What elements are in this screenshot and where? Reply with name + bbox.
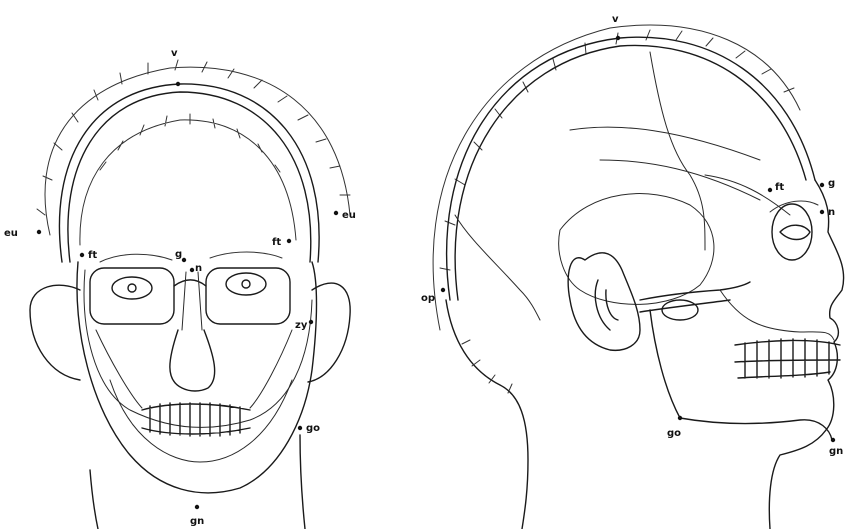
frontal-point-gnathion: [195, 505, 199, 509]
frontal-label-frontotemporale-right: ft: [88, 250, 97, 261]
frontal-label-euryon-right: eu: [4, 228, 18, 239]
lateral-point-frontotemporale: [768, 188, 772, 192]
frontal-label-zygion: zy: [295, 320, 308, 331]
frontal-eye-left: [112, 277, 152, 299]
frontal-glasses-bridge: [174, 280, 206, 286]
frontal-point-nasion: [190, 268, 194, 272]
frontal-label-gonion: go: [306, 423, 320, 434]
frontal-point-gonion: [298, 426, 302, 430]
lateral-view: v op ft g n go gn: [421, 14, 844, 529]
frontal-point-frontotemporale-left: [287, 239, 291, 243]
frontal-point-glabella: [182, 258, 186, 262]
lateral-point-nasion: [820, 210, 824, 214]
frontal-brow-left: [100, 254, 172, 262]
frontal-hair-outline: [37, 60, 350, 235]
frontal-label-glabella: g: [175, 249, 182, 260]
lateral-label-gonion: go: [667, 428, 681, 439]
lateral-point-vertex: [616, 36, 620, 40]
frontal-label-euryon-left: eu: [342, 210, 356, 221]
lateral-label-glabella: g: [828, 178, 835, 189]
frontal-glasses-right-lens: [206, 268, 290, 324]
frontal-nose-bridge: [182, 272, 202, 330]
frontal-point-vertex: [176, 82, 180, 86]
lateral-condyle: [662, 300, 698, 320]
lateral-back-of-head: [446, 300, 528, 529]
lateral-label-opisthocranion: op: [421, 293, 435, 304]
lateral-point-gnathion: [831, 438, 835, 442]
lateral-point-gonion: [678, 416, 682, 420]
lateral-label-vertex: v: [612, 14, 619, 25]
frontal-hairline: [80, 114, 296, 245]
lateral-point-glabella: [820, 183, 824, 187]
lateral-orbit: [772, 204, 812, 260]
lateral-temporal-bone: [559, 194, 714, 305]
frontal-mandible: [110, 380, 292, 462]
frontal-neck: [90, 435, 305, 529]
lateral-ear: [568, 253, 640, 351]
frontal-point-euryon-left: [334, 211, 338, 215]
frontal-headband-outer: [59, 84, 319, 262]
frontal-ear-left: [30, 285, 80, 380]
frontal-eye-right: [226, 273, 266, 295]
lateral-teeth: [735, 339, 840, 378]
frontal-pupil-right: [242, 280, 250, 288]
lateral-nape-hair: [462, 340, 512, 393]
frontal-label-nasion: n: [195, 263, 202, 274]
frontal-label-frontotemporale-left: ft: [272, 237, 281, 248]
lateral-headband-inner: [455, 45, 806, 300]
frontal-brow-right: [210, 252, 282, 258]
lateral-headband-outer: [447, 37, 815, 300]
lateral-label-gnathion: gn: [829, 446, 843, 457]
frontal-view: v eu eu ft ft g n zy go gn: [4, 48, 356, 529]
frontal-label-gnathion: gn: [190, 516, 204, 527]
frontal-face-outline: [77, 262, 317, 493]
lateral-point-opisthocranion: [441, 288, 445, 292]
lateral-label-frontotemporale: ft: [775, 182, 784, 193]
frontal-nasal-cavity: [170, 330, 215, 391]
lateral-eye-brow: [770, 201, 818, 212]
frontal-point-frontotemporale-right: [80, 253, 84, 257]
frontal-point-euryon-right: [37, 230, 41, 234]
lateral-eye: [780, 225, 810, 239]
frontal-point-zygion: [309, 320, 313, 324]
frontal-teeth: [142, 403, 250, 436]
frontal-pupil-left: [128, 284, 136, 292]
frontal-label-vertex: v: [171, 48, 178, 59]
frontal-ear-right: [308, 283, 350, 382]
frontal-cheek-lines: [96, 330, 292, 408]
lateral-maxilla: [720, 290, 834, 340]
lateral-label-nasion: n: [828, 207, 835, 218]
